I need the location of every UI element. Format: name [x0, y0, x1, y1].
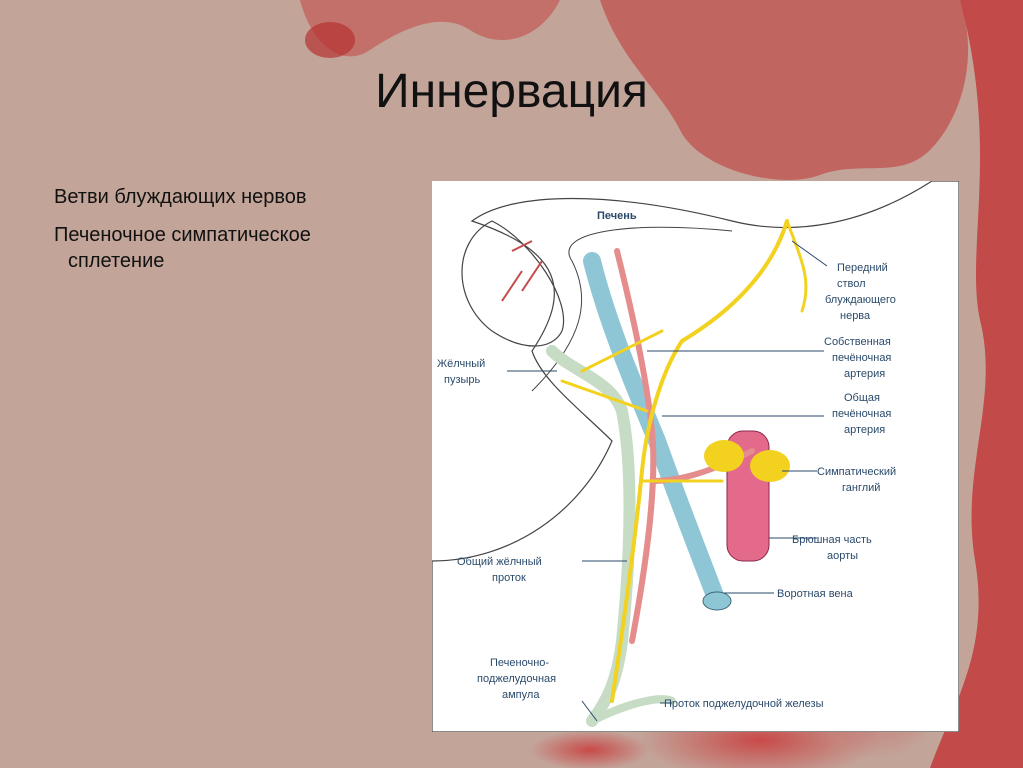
portal-vein-end: [702, 591, 732, 611]
liver-label: Печень: [597, 210, 637, 222]
portal-vein: [583, 252, 726, 610]
nerve-branches: [560, 219, 808, 483]
aorta-label: Брюшная часть аорты: [792, 534, 875, 562]
anatomy-svg: Печень Передний ствол блуждающего нерва …: [432, 181, 959, 732]
ampulla-label: Печеночно- поджелудочная ампула: [477, 657, 559, 701]
bullet-hepatic-plexus: Печеночное симпатическое сплетение: [54, 222, 404, 274]
liver-lobe: [531, 226, 733, 392]
anatomy-diagram: Печень Передний ствол блуждающего нерва …: [432, 181, 959, 732]
vagus-label: Передний ствол блуждающего нерва: [825, 262, 899, 322]
pancreatic-duct-label: Проток поджелудочной железы: [664, 698, 824, 710]
gallbladder-label: Жёлчный пузырь: [437, 358, 488, 386]
bullet-hepatic-plexus-line2: сплетение: [68, 250, 165, 272]
proper-artery-label: Собственная печёночная артерия: [824, 336, 894, 380]
liver-outline: [432, 181, 959, 732]
leader-lines: [507, 240, 828, 722]
slide-title: Иннервация: [375, 65, 648, 118]
portal-vein-label: Воротная вена: [777, 588, 854, 600]
sympathetic-ganglion-2: [750, 450, 790, 482]
bullet-hepatic-plexus-line1: Печеночное симпатическое: [54, 224, 311, 246]
bullet-list: Ветви блуждающих нервов Печеночное симпа…: [54, 184, 404, 286]
sympathetic-ganglion-1: [704, 440, 744, 472]
bullet-vagus-branches: Ветви блуждающих нервов: [54, 186, 307, 208]
common-artery-label: Общая печёночная артерия: [832, 392, 894, 436]
arterial-branches: [501, 240, 543, 302]
pancreatic-duct: [588, 695, 676, 725]
ganglion-label: Симпатический ганглий: [817, 466, 899, 494]
common-bile-duct-label: Общий жёлчный проток: [457, 556, 545, 584]
vagus-trunk: [610, 219, 789, 703]
proper-hepatic-artery: [614, 248, 657, 644]
gallbladder-shape: [461, 220, 565, 347]
